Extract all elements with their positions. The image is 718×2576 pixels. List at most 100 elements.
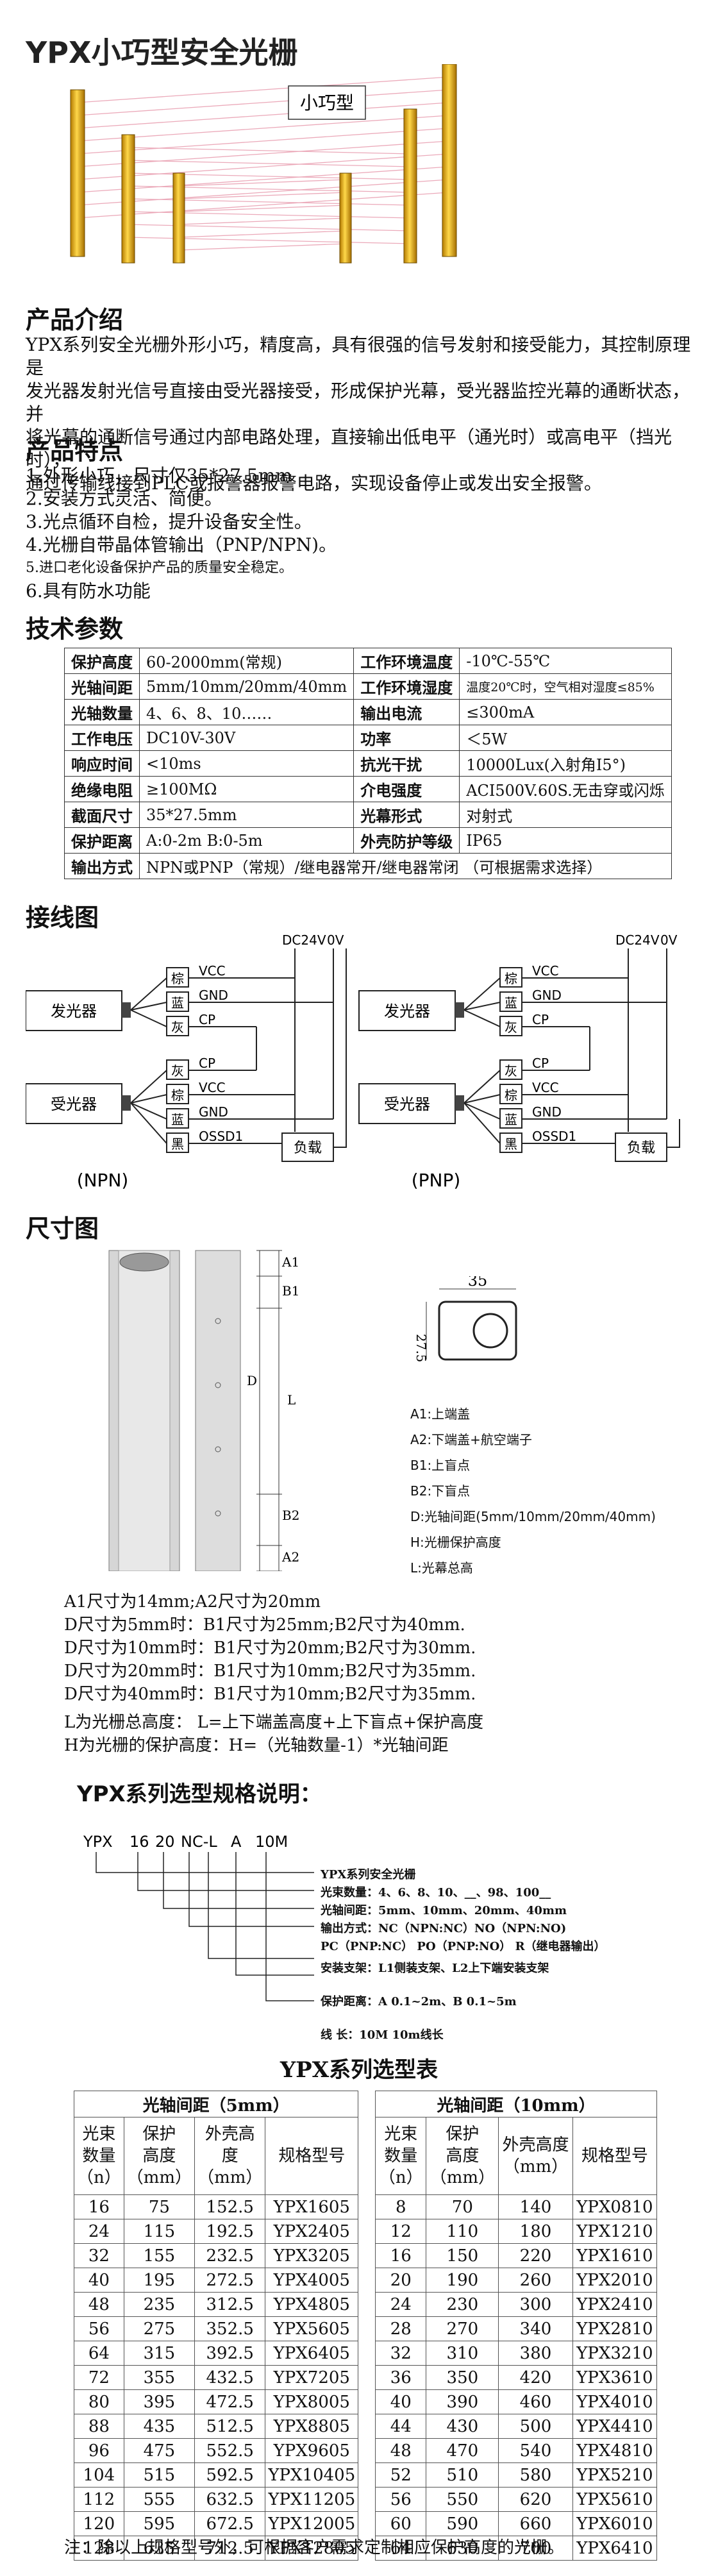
- table-cell: 390: [426, 2389, 499, 2414]
- signal-label: VCC: [532, 1080, 559, 1095]
- column-header: 规格型号: [265, 2117, 359, 2195]
- wire-color-box: [166, 1108, 189, 1129]
- model-line: 光轴间距：5mm、10mm、20mm、40mm: [321, 1904, 567, 1917]
- features-list: 1.外形小巧，尺寸仅35*27.5mm 2.安装方式灵活、简便。 3.光点循环自…: [26, 464, 337, 603]
- selection-footnote: 注：除以上规格型号外，可根据客户需求定制相应保护高度的光栅。: [64, 2538, 565, 2557]
- table-cell: 312.5: [194, 2292, 266, 2317]
- table-cell: YPX2410: [572, 2292, 658, 2317]
- signal-label: GND: [532, 1104, 562, 1120]
- table-cell: YPX3610: [572, 2365, 658, 2390]
- table-cell: 260: [498, 2268, 573, 2293]
- table-cell: 60: [374, 2511, 427, 2536]
- table-cell: YPX2810: [572, 2316, 658, 2341]
- dim-label: B2: [282, 1508, 299, 1523]
- table-cell: 140: [498, 2194, 573, 2219]
- table-cell: YPX12005: [265, 2511, 359, 2536]
- table-cell: 555: [123, 2487, 196, 2512]
- wire-color-box: [166, 1084, 189, 1104]
- spec-value: -10℃-55℃: [459, 648, 672, 674]
- intro-line: 发光器发射光信号直接由受光器接受，形成保护光幕，受光器监控光幕的通断状态，并: [26, 380, 690, 425]
- table-cell: 350: [426, 2365, 499, 2390]
- column-header-line: （mm）: [503, 2157, 569, 2176]
- table-cell: 300: [498, 2292, 573, 2317]
- spec-label: 工作环境湿度: [353, 673, 460, 700]
- table-cell: 16: [74, 2194, 124, 2219]
- table-cell: 180: [498, 2219, 573, 2244]
- table-cell: 552.5: [194, 2438, 266, 2463]
- table-cell: 435: [123, 2414, 196, 2439]
- model-code-legend: YPX系列安全光栅 光束数量：4、6、8、10、__、98、100__ 光轴间距…: [321, 1866, 606, 2044]
- spec-value: ACI500V.60S.无击穿或闪烁: [459, 776, 672, 802]
- table-cell: 660: [498, 2511, 573, 2536]
- spec-label: 工作电压: [64, 725, 140, 751]
- feature-item: 5.进口老化设备保护产品的质量安全稳定。: [26, 560, 293, 576]
- receiver-box: [358, 1083, 456, 1124]
- model-code: NC-L: [181, 1833, 217, 1851]
- table-cell: YPX11205: [265, 2487, 359, 2512]
- table-cell: 470: [426, 2438, 499, 2463]
- table-cell: 540: [498, 2438, 573, 2463]
- spec-label: 光轴数量: [64, 699, 140, 725]
- signal-label: OSSD1: [532, 1129, 576, 1144]
- dc24v-label: DC24V: [615, 932, 660, 948]
- table-cell: YPX2405: [265, 2219, 359, 2244]
- table-cell: 20: [374, 2268, 427, 2293]
- wire-color-label: 灰: [505, 1063, 517, 1079]
- table-cell: 48: [74, 2292, 124, 2317]
- table-cell: 40: [74, 2268, 124, 2293]
- wire-color-box: [499, 1016, 522, 1036]
- spec-value: 35*27.5mm: [138, 802, 355, 828]
- signal-label: VCC: [199, 963, 226, 979]
- spec-label: 功率: [353, 725, 460, 751]
- spec-label: 响应时间: [64, 750, 140, 777]
- table-cell: 430: [426, 2414, 499, 2439]
- table-cell: YPX4810: [572, 2438, 658, 2463]
- signal-label: CP: [199, 1012, 215, 1027]
- wire-color-label: 棕: [171, 1088, 184, 1103]
- table-cell: YPX2010: [572, 2268, 658, 2293]
- table-cell: 32: [374, 2341, 427, 2366]
- legend-item: B1:上盲点: [410, 1458, 471, 1473]
- spec-value: ≥100MΩ: [138, 776, 355, 802]
- table-cell: YPX10405: [265, 2462, 359, 2488]
- column-header-line: 外壳高度: [502, 2135, 569, 2155]
- receiver-label: 受光器: [384, 1095, 430, 1113]
- column-header: 外壳高度 （mm）: [498, 2117, 573, 2195]
- model-line: 光束数量：4、6、8、10、__、98、100__: [321, 1886, 551, 1899]
- table-cell: 475: [123, 2438, 196, 2463]
- legend-item: B2:下盲点: [410, 1483, 471, 1499]
- wire-color-label: 黑: [505, 1136, 517, 1152]
- table-cell: YPX5210: [572, 2462, 658, 2488]
- table-cell: YPX3205: [265, 2243, 359, 2268]
- signal-label: GND: [199, 988, 228, 1003]
- column-header: 光束数量（n）: [374, 2117, 427, 2195]
- table-cell: 190: [426, 2268, 499, 2293]
- spec-label: 输出电流: [353, 699, 460, 725]
- wire-color-box: [499, 1108, 522, 1129]
- table-cell: 352.5: [194, 2316, 266, 2341]
- table-cell: YPX9605: [265, 2438, 359, 2463]
- wire-color-box: [166, 991, 189, 1012]
- spec-label: 工作环境温度: [353, 648, 460, 674]
- product-hero-image: 小巧型: [70, 64, 457, 264]
- table-cell: 672.5: [194, 2511, 266, 2536]
- dim-note: D尺寸为20mm时：B1尺寸为10mm;B2尺寸为35mm.: [64, 1662, 476, 1681]
- dimension-notes: A1尺寸为14mm;A2尺寸为20mm D尺寸为5mm时：B1尺寸为25mm;B…: [64, 1590, 483, 1757]
